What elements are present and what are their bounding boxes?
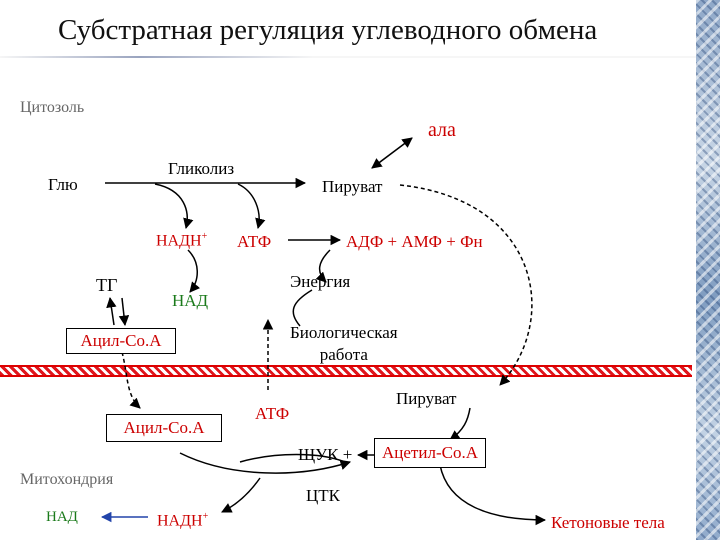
acyl-coa-cytosol-box: Ацил-Со.А: [66, 328, 176, 354]
arrow-tg-down: [118, 297, 130, 327]
acetyl-coa-box: Ацетил-Со.А: [374, 438, 486, 468]
mitochondria-label: Митохондрия: [20, 471, 114, 488]
ala-label: ала: [428, 119, 456, 141]
arrow-ketone: [439, 464, 547, 526]
arrow-energy: [315, 249, 331, 283]
energy-label: Энергия: [290, 272, 351, 291]
atp-cytosol-label: АТФ: [237, 232, 272, 251]
arrow-acyl-transport: [121, 351, 141, 409]
arrow-nadh-out: [221, 477, 261, 513]
glu-label: Глю: [48, 175, 78, 194]
pyruvate-cytosol-label: Пируват: [322, 177, 383, 196]
arrow-tg-up: [106, 296, 117, 326]
ketone-bodies-label: Кетоновые тела: [551, 513, 665, 532]
title-divider: [0, 56, 696, 58]
arrow-nadh-nad: [187, 249, 201, 293]
nad-cytosol-label: НАД: [172, 291, 209, 310]
pyruvate-mito-label: Пируват: [396, 389, 457, 408]
arrow-tca-cycle: [179, 452, 352, 474]
nad-mito-label: НАД: [46, 509, 78, 525]
oaa-label: ЩУК +: [298, 445, 353, 464]
arrow-atp-branch: [237, 183, 266, 230]
mitochondrial-membrane: [0, 365, 692, 377]
glycolysis-label: Гликолиз: [168, 159, 235, 178]
arrow-energy-work: [292, 289, 313, 327]
arrow-oaa-loop: [239, 453, 346, 463]
nadh-mito-label: НАДН+: [157, 511, 209, 530]
page-title: Субстратная регуляция углеводного обмена: [58, 14, 598, 46]
tg-label: ТГ: [96, 275, 118, 295]
arrow-ala-pyruvate: [371, 137, 413, 169]
decorative-side-strip: [696, 0, 720, 540]
arrow-nadh-branch: [154, 183, 194, 230]
adp-amp-label: АДФ + АМФ + Фн: [346, 232, 483, 251]
arrow-pyruvate-transport: [399, 184, 533, 386]
atp-mito-label: АТФ: [255, 404, 290, 423]
cytosol-label: Цитозоль: [20, 99, 85, 116]
arrow-pyruvate-acetyl: [449, 407, 471, 441]
nadh-cytosol-label: НАДН+: [156, 231, 208, 250]
tca-label: ЦТК: [306, 486, 340, 505]
acyl-coa-mito-box: Ацил-Со.А: [106, 414, 222, 442]
